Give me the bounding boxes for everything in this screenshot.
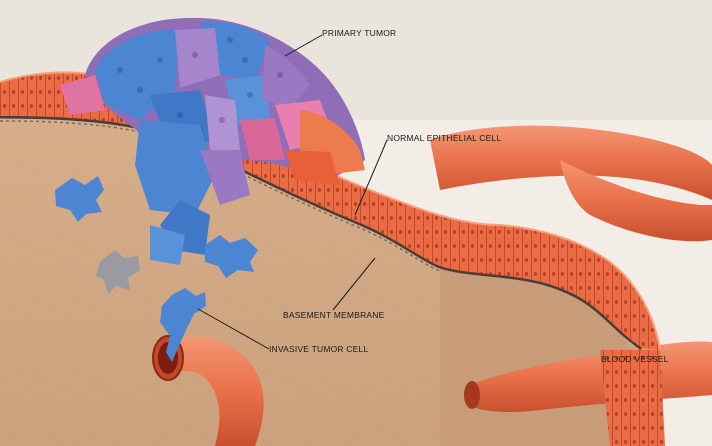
- label-normal-epithelial-cell: NORMAL EPITHELIAL CELL: [387, 133, 501, 143]
- label-basement-membrane: BASEMENT MEMBRANE: [283, 310, 384, 320]
- label-blood-vessel: BLOOD VESSEL: [601, 354, 669, 364]
- label-primary-tumor: PRIMARY TUMOR: [322, 28, 396, 38]
- label-invasive-tumor-cell: INVASIVE TUMOR CELL: [269, 344, 368, 354]
